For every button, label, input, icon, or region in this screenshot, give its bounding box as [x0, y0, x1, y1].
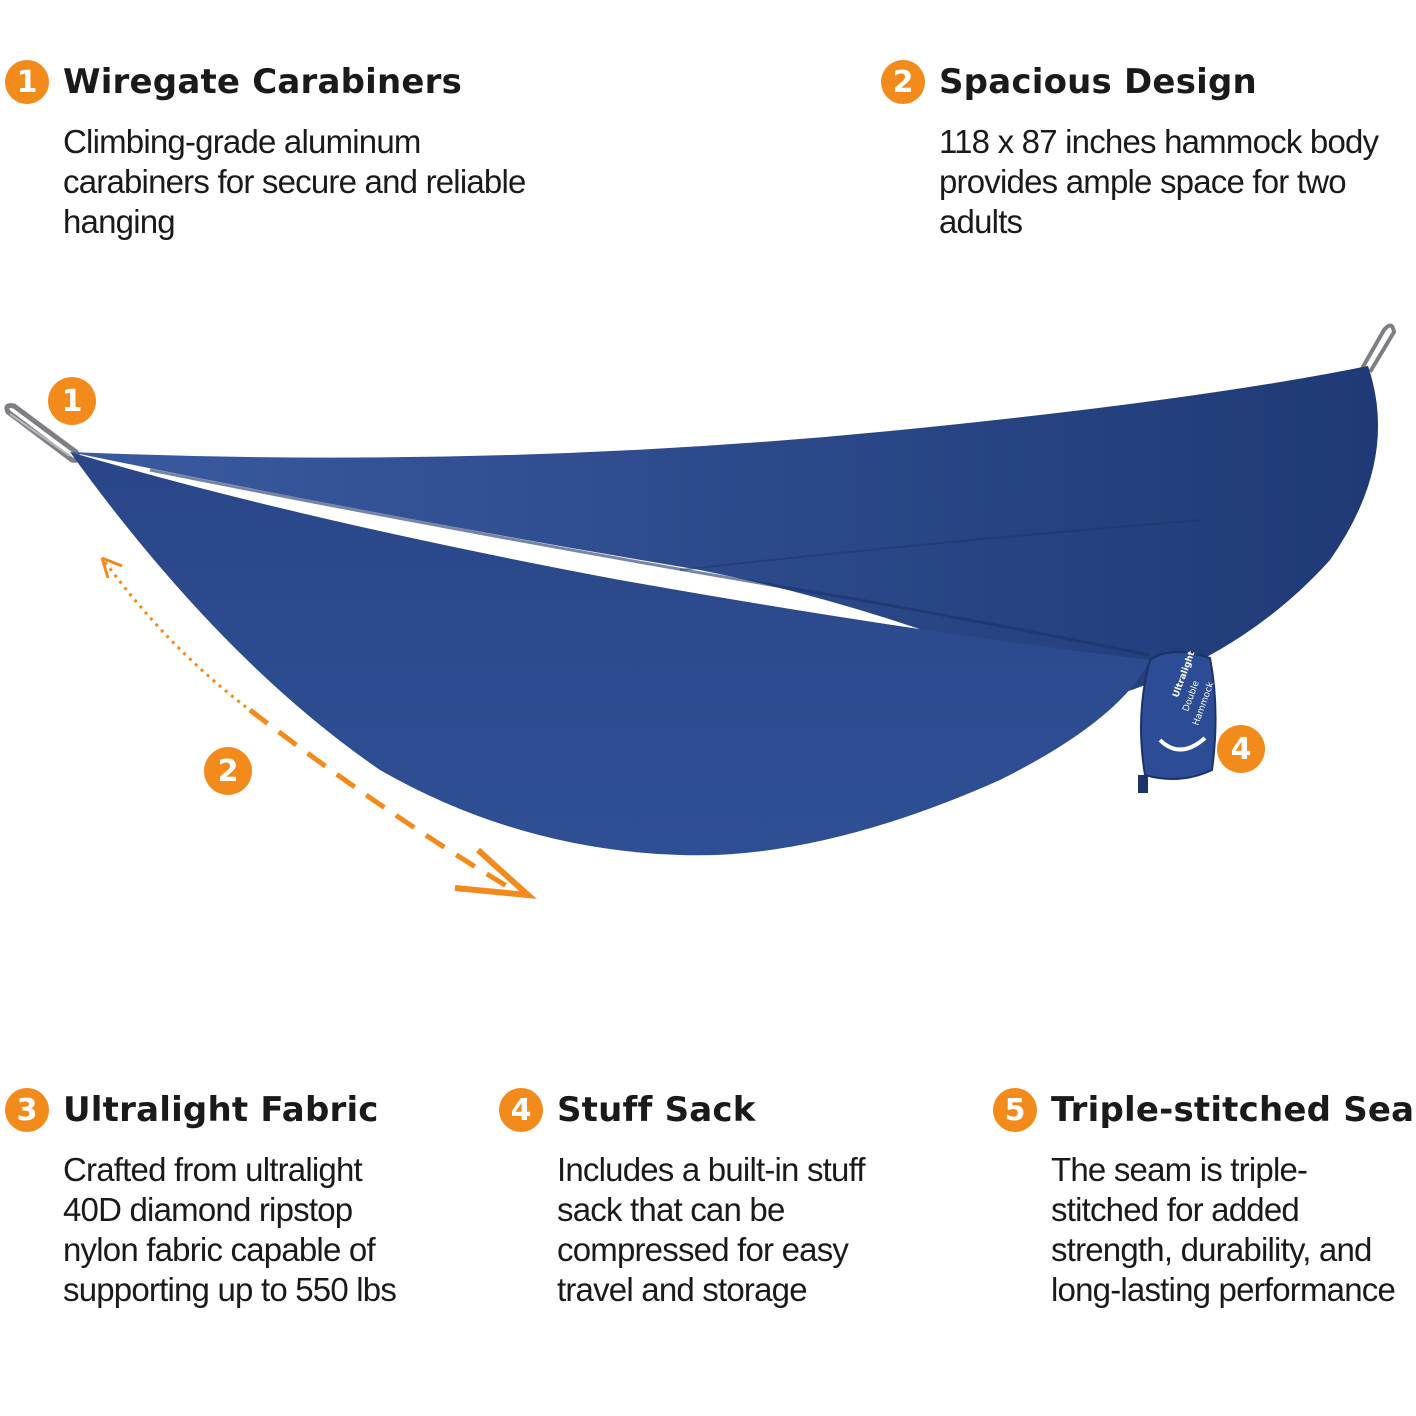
hammock-front-panel: [70, 452, 1150, 856]
number-badge: 5: [993, 1088, 1037, 1132]
feature-title: Spacious Design: [939, 62, 1257, 102]
feature-title: Wiregate Carabiners: [63, 62, 463, 102]
number-badge: 2: [881, 60, 925, 104]
left-carabiner-icon: [4, 403, 81, 463]
marker-badge-stuff-sack: 4: [1217, 725, 1265, 773]
right-carabiner-icon: [1358, 323, 1397, 374]
feature-carabiners: 1 Wiregate Carabiners Climbing-grade alu…: [5, 58, 563, 242]
dimension-arrow-icon: [100, 556, 537, 899]
feature-title: Stuff Sack: [557, 1090, 756, 1130]
hammock-body: [70, 366, 1379, 700]
feature-description: Crafted from ultralight 40D diamond rips…: [63, 1151, 397, 1308]
number-badge: 1: [5, 60, 49, 104]
feature-title: Ultralight Fabric: [63, 1090, 379, 1130]
feature-ultralight-fabric: 3 Ultralight Fabric Crafted from ultrali…: [5, 1086, 423, 1310]
marker-badge-dimension: 2: [204, 747, 252, 795]
feature-header: 3 Ultralight Fabric: [5, 1086, 423, 1134]
feature-header: 2 Spacious Design: [881, 58, 1416, 106]
feature-header: 4 Stuff Sack: [499, 1086, 897, 1134]
feature-stuff-sack: 4 Stuff Sack Includes a built-in stuff s…: [499, 1086, 897, 1310]
feature-description: Climbing-grade aluminum carabiners for s…: [63, 123, 526, 240]
hammock-illustration: Ultralight Double Hammock: [4, 323, 1397, 899]
stuff-sack: Ultralight Double Hammock: [1138, 649, 1217, 793]
feature-title: Triple-stitched Seam: [1051, 1090, 1416, 1130]
feature-header: 1 Wiregate Carabiners: [5, 58, 563, 106]
feature-description: 118 x 87 inches hammock body provides am…: [939, 123, 1379, 240]
number-badge: 4: [499, 1088, 543, 1132]
feature-header: 5 Triple-stitched Seam: [993, 1086, 1416, 1134]
marker-badge-carabiner: 1: [48, 377, 96, 425]
feature-spacious-design: 2 Spacious Design 118 x 87 inches hammoc…: [881, 58, 1416, 242]
feature-triple-stitched-seam: 5 Triple-stitched Seam The seam is tripl…: [993, 1086, 1416, 1310]
number-badge: 3: [5, 1088, 49, 1132]
feature-description: Includes a built-in stuff sack that can …: [557, 1151, 866, 1308]
feature-description: The seam is triple-stitched for added st…: [1051, 1151, 1396, 1308]
